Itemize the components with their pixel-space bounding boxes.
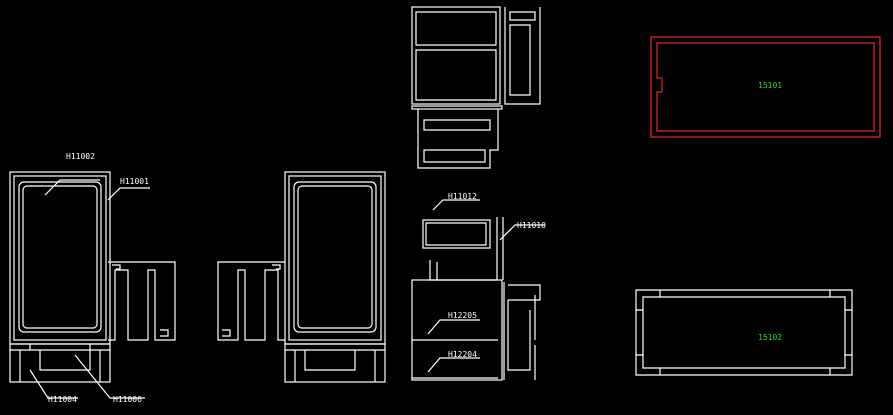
label-h11004: H11004 (48, 395, 77, 404)
label-h11010: H11010 (517, 221, 546, 230)
part-15102[interactable]: 15102 (635, 289, 853, 376)
part-label-15102: 15102 (758, 333, 782, 342)
middle-frame-section (217, 171, 386, 383)
label-h11006: H11006 (113, 395, 142, 404)
center-bottom-section: H11012 H11010 H12205 H12204 (411, 192, 546, 381)
label-h12205: H12205 (448, 311, 477, 320)
label-h11012: H11012 (448, 192, 477, 201)
left-frame-section: H11002 H11001 H11004 H11006 (9, 152, 176, 404)
center-top-section (411, 6, 541, 169)
part-label-15101: 15101 (758, 81, 782, 90)
label-h12204: H12204 (448, 350, 477, 359)
part-15101-selected[interactable]: 15101 (650, 36, 881, 138)
label-h11002: H11002 (66, 152, 95, 161)
label-h11001: H11001 (120, 177, 149, 186)
